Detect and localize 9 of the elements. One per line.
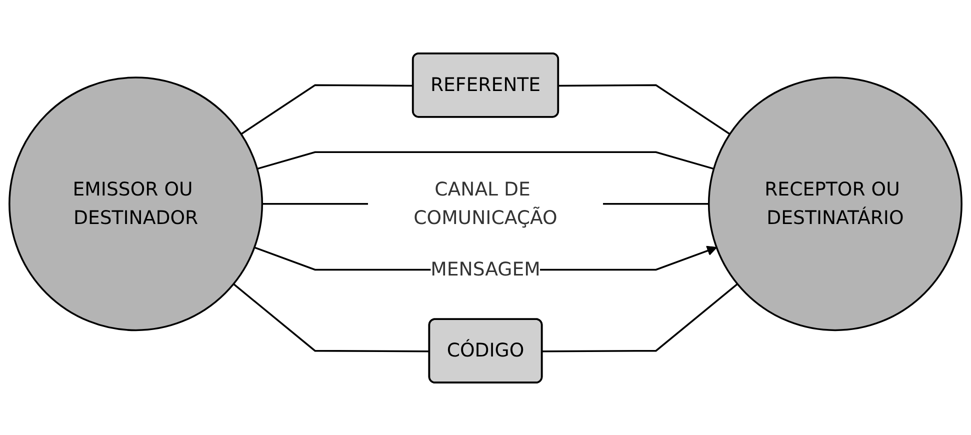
node-circle: RECEPTOR OU DESTINATÁRIO	[708, 76, 962, 331]
connector	[240, 84, 414, 134]
edge-label: CANAL DE COMUNICAÇÃO	[414, 178, 558, 228]
node-circle: EMISSOR OU DESTINADOR	[8, 76, 264, 331]
edge-label: MENSAGEM	[430, 257, 540, 280]
connector	[558, 84, 730, 134]
connector	[256, 150, 714, 170]
connector	[232, 282, 430, 352]
connector	[542, 282, 738, 352]
